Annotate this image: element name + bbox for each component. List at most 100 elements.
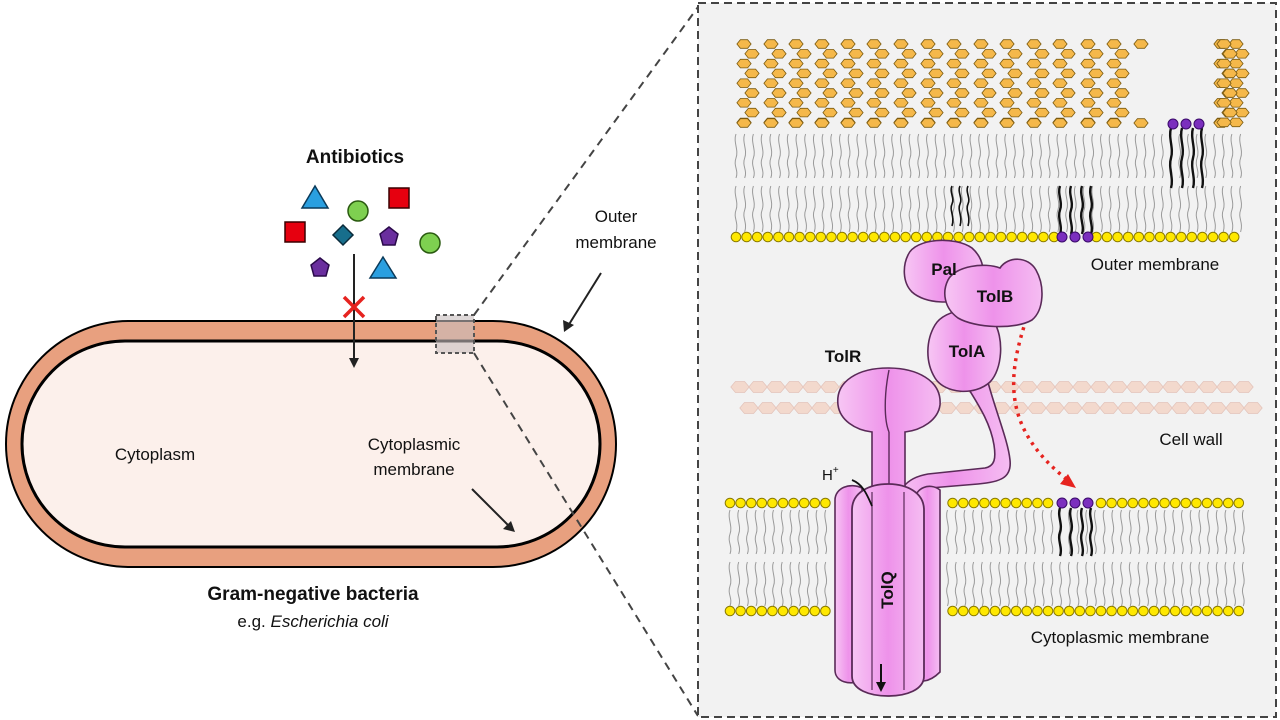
peptidoglycan-sugar [1054, 381, 1074, 393]
lipid-head [900, 231, 911, 243]
lipid-tail [1204, 185, 1208, 233]
cytoplasmic-membrane-label-line1: Cytoplasmic [368, 435, 461, 454]
peptidoglycan-sugar [748, 381, 768, 393]
lipid-tail [882, 185, 886, 233]
lipid-head [1042, 497, 1054, 509]
lps-sugar [954, 88, 970, 98]
lipid-tail [772, 561, 775, 607]
lipid-tail [746, 509, 749, 555]
lps-sugar [946, 98, 962, 108]
lps-sugar [866, 39, 882, 49]
antibiotic-pentagon [310, 257, 330, 277]
peptidoglycan-sugar [1099, 402, 1119, 414]
lipid-tail [1221, 185, 1225, 233]
lipid-tail [980, 509, 984, 555]
lipid-tail [804, 133, 807, 179]
lipid-tail [1163, 561, 1167, 607]
lps-sugar [893, 98, 909, 108]
lps-sugar [901, 107, 917, 118]
lipid-head [1000, 605, 1011, 617]
lipid-tail [1073, 133, 1077, 179]
lipid-head [1148, 497, 1160, 509]
lipid-tail [789, 509, 793, 555]
lipid-tail [743, 185, 747, 233]
lipid-tail [1134, 133, 1138, 179]
lipid-head [968, 605, 980, 617]
lipid-tail [1047, 133, 1051, 179]
outer-membrane-pointer-head [563, 320, 574, 332]
outer-membrane-pointer [567, 272, 602, 327]
lipid-tail [1178, 185, 1182, 233]
lipid-head [798, 497, 810, 509]
lipid-tail [865, 185, 868, 233]
lipid-head [1053, 605, 1064, 617]
lipid-tail [1082, 185, 1086, 233]
lipid-tail [934, 133, 938, 179]
lps-sugar [874, 68, 890, 79]
lps-sugar [1052, 78, 1068, 88]
lipid-tail [978, 133, 981, 179]
lipid-head [1138, 497, 1149, 509]
lipid-tail [1215, 561, 1219, 607]
lipid-head [724, 605, 736, 617]
lipid-head [809, 497, 821, 509]
lps-sugar [954, 68, 970, 79]
lipid-tail [978, 185, 981, 233]
lipid-tail [1126, 185, 1129, 233]
lipid-tail [1004, 133, 1008, 179]
lipid-tail [1117, 185, 1121, 233]
lipid-tail [998, 509, 1002, 555]
lipid-tail [1091, 185, 1095, 233]
peptidoglycan-sugar [766, 381, 786, 393]
lps-sugar [736, 78, 752, 88]
lipid-tail [763, 509, 767, 555]
lipid-head [1154, 231, 1166, 243]
lps-sugar [822, 107, 838, 118]
lipid-head [921, 231, 933, 243]
lipid-tail [763, 561, 767, 607]
zoom-line-bottom [473, 352, 699, 717]
lps-sugar [1060, 88, 1076, 98]
lps-sugar [744, 49, 760, 59]
lipid-head [1222, 497, 1234, 509]
lipid-tail [1050, 561, 1054, 607]
lipid-head [1116, 497, 1128, 509]
lipid-tail [1111, 509, 1115, 555]
lipid-tail [946, 509, 949, 555]
lipid-tail [1117, 133, 1121, 179]
lps-sugar [973, 39, 989, 49]
lipid-tail [972, 561, 975, 607]
lipid-tail [728, 561, 732, 607]
lps-sugar [796, 107, 812, 118]
lipid-tail [1241, 561, 1245, 607]
lipid-tail [778, 185, 781, 233]
lipid-tail [1024, 561, 1028, 607]
lipid-tail [824, 509, 828, 555]
lipid-tail [1189, 561, 1193, 607]
lipid-tail [899, 133, 903, 179]
antibiotics-label: Antibiotics [306, 147, 404, 168]
block-x-icon [342, 295, 366, 319]
peptidoglycan-sugar [1027, 402, 1047, 414]
lps-sugar [981, 49, 997, 59]
lps-sugar [954, 49, 970, 59]
lipid-head [777, 605, 789, 617]
lipid-head [1186, 231, 1198, 243]
lps-sugar [788, 39, 804, 49]
lipid-tail [1241, 509, 1245, 555]
cytoplasmic-membrane-label-line2: membrane [373, 460, 454, 479]
lipid-head [1133, 231, 1145, 243]
peptidoglycan-sugar [1036, 381, 1056, 393]
lipid-tail [952, 133, 955, 179]
lipid-tail [798, 561, 801, 607]
lps-sugar [946, 39, 962, 49]
lps-sugar [901, 88, 917, 98]
lps-sugar [920, 78, 936, 88]
lipid-tail [1233, 509, 1236, 555]
lipid-head [1233, 605, 1245, 617]
lps-sugar [763, 58, 779, 69]
lps-sugar [1026, 58, 1042, 69]
peptidoglycan-sugar [1207, 402, 1227, 414]
peptidoglycan-sugar [1225, 402, 1245, 414]
tolb-protein [944, 258, 1043, 328]
